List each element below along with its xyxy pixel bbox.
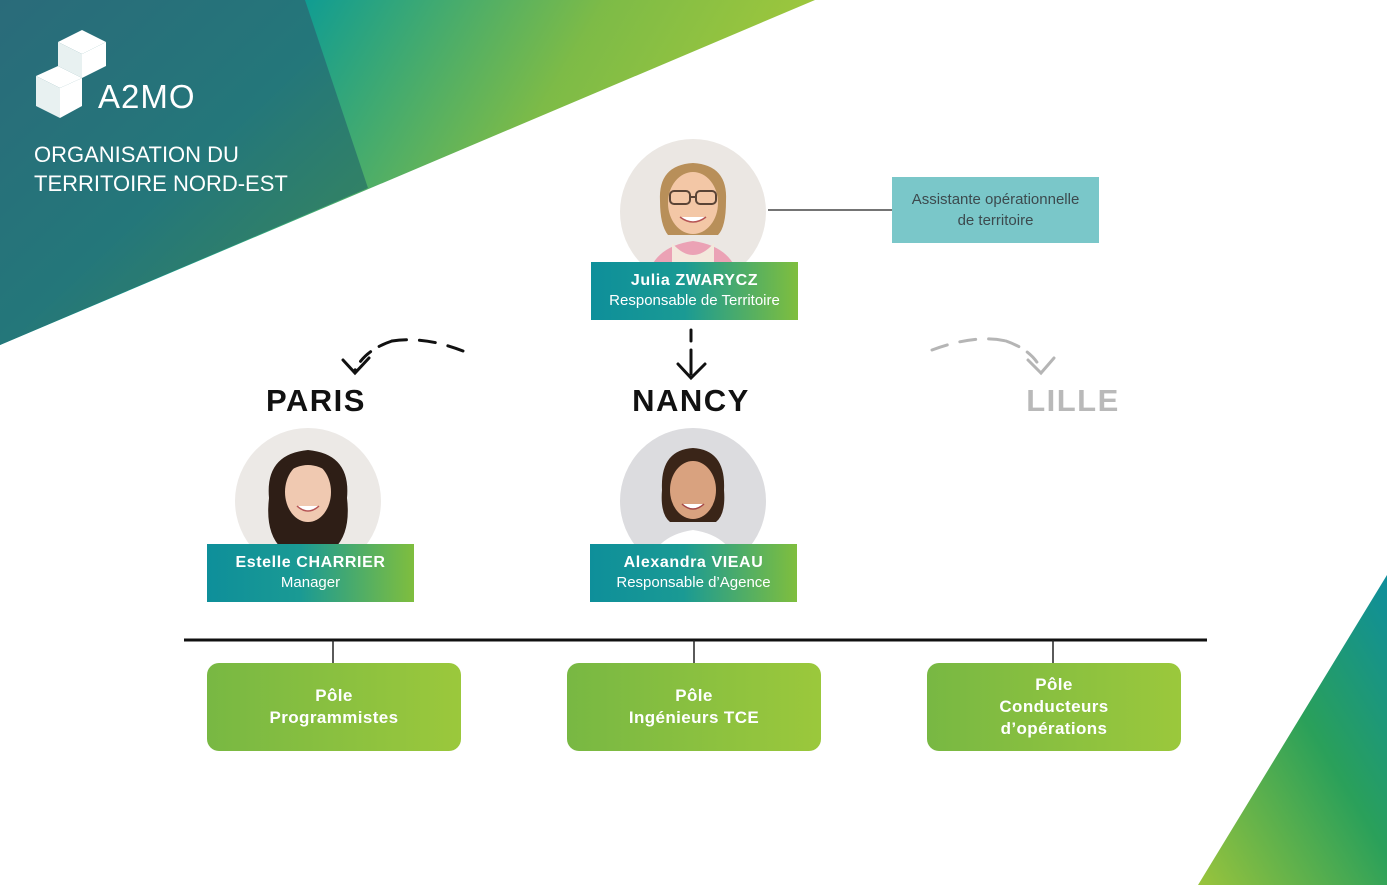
pole-1-line-1: Pôle (315, 686, 353, 705)
pole-2-line-2: Ingénieurs TCE (628, 708, 760, 727)
page-title-line-1: ORGANISATION DU (34, 142, 239, 167)
pole-3-line-1: Pôle (1035, 675, 1073, 694)
brand-name: A2MO (98, 78, 196, 115)
assistant-box: Assistante opérationnelle de territoire (892, 177, 1099, 243)
pole-programmistes: Pôle Programmistes (207, 663, 461, 751)
arrow-to-lille (930, 337, 1056, 376)
corner-triangle (1198, 575, 1387, 885)
city-lille: LILLE (1026, 383, 1120, 418)
nancy-manager-role: Responsable d’Agence (616, 574, 771, 591)
paris-manager-role: Manager (280, 574, 341, 591)
city-paris: PARIS (266, 383, 366, 418)
assistant-line-1: Assistante opérationnelle (911, 191, 1080, 208)
nancy-manager-label: Alexandra VIEAU Responsable d’Agence (590, 544, 797, 602)
avatar-head (620, 139, 766, 285)
arrow-to-nancy (676, 328, 707, 381)
paris-manager-label: Estelle CHARRIER Manager (207, 544, 414, 602)
a2mo-logo-icon (36, 30, 106, 118)
header-dark-panel (0, 0, 368, 345)
head-role: Responsable de Territoire (609, 292, 780, 309)
page-title-line-2: TERRITOIRE NORD-EST (34, 171, 288, 196)
page-title: ORGANISATION DU TERRITOIRE NORD-EST (34, 140, 288, 198)
nancy-manager-name: Alexandra VIEAU (623, 554, 764, 571)
pole-2-line-1: Pôle (675, 686, 713, 705)
paris-manager-name: Estelle CHARRIER (235, 554, 386, 571)
pole-1-line-2: Programmistes (269, 708, 399, 727)
pole-conducteurs-operations: Pôle Conducteurs d’opérations (927, 663, 1181, 751)
head-name: Julia ZWARYCZ (630, 272, 759, 289)
city-nancy: NANCY (632, 383, 750, 418)
pole-3-line-2: Conducteurs (999, 697, 1109, 716)
pole-ingenieurs-tce: Pôle Ingénieurs TCE (567, 663, 821, 751)
arrow-to-paris (341, 338, 465, 376)
head-name-label: Julia ZWARYCZ Responsable de Territoire (591, 262, 798, 320)
assistant-line-2: de territoire (957, 212, 1034, 229)
pole-3-line-3: d’opérations (1000, 719, 1108, 738)
